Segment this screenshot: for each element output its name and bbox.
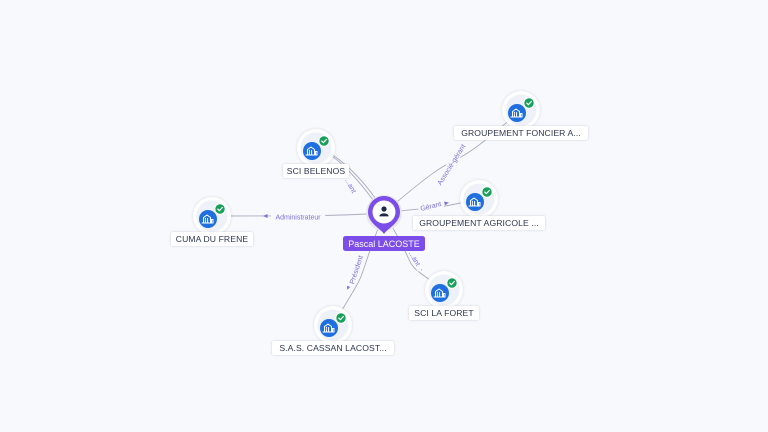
building-icon — [305, 146, 318, 156]
company-label[interactable]: SCI BELENOS — [283, 164, 349, 178]
edge-label-bg — [346, 251, 366, 289]
edge-label: ...ant — [343, 177, 357, 194]
company-label-bg — [272, 341, 394, 355]
building-icon — [322, 323, 335, 333]
nodes-layer: SCI BELENOS GROUPEMENT FONCIER A... CUMA D… — [171, 91, 588, 355]
company-label[interactable]: S.A.S. CASSAN LACOST... — [272, 341, 394, 355]
edge-groupement-foncier: Associé-gérant — [383, 109, 522, 214]
company-name: S.A.S. CASSAN LACOST... — [279, 343, 386, 353]
edge-label: Associé-gérant — [437, 143, 468, 186]
building-icon — [468, 197, 481, 207]
company-name: SCI BELENOS — [287, 166, 346, 176]
edge-label-bg — [417, 199, 445, 214]
company-node-sas-cassan[interactable]: S.A.S. CASSAN LACOST... — [272, 306, 394, 355]
edge-label-bg — [405, 245, 425, 272]
edge-label-bg — [270, 213, 326, 221]
company-label-bg — [171, 232, 253, 246]
company-name: GROUPEMENT AGRICOLE ... — [419, 218, 539, 228]
company-label[interactable]: SCI LA FORET — [409, 306, 479, 320]
person-label[interactable]: Pascal LACOSTE — [343, 236, 425, 251]
company-node-sci-belenos[interactable]: SCI BELENOS — [283, 129, 349, 178]
edge-arrow-icon — [444, 201, 449, 206]
edge-label-bg — [433, 139, 469, 190]
center-node[interactable]: Pascal LACOSTE — [343, 195, 425, 251]
company-label-bg — [413, 216, 545, 230]
check-icon — [214, 203, 226, 215]
company-node-groupement-foncier[interactable]: GROUPEMENT FONCIER A... — [454, 91, 588, 140]
edge-label-group: Administrateur — [270, 213, 326, 222]
person-name: Pascal LACOSTE — [348, 239, 420, 249]
check-icon — [335, 312, 347, 324]
edge-label-group: Associé-gérant — [433, 139, 469, 190]
check-icon — [318, 135, 330, 147]
person-disc — [372, 200, 396, 224]
company-label[interactable]: GROUPEMENT FONCIER A... — [454, 126, 588, 140]
person-label-bg — [343, 236, 425, 251]
company-label-bg — [283, 164, 349, 178]
company-node-sci-la-foret[interactable]: SCI LA FORET — [409, 271, 479, 320]
company-node-cuma-du-frene[interactable]: CUMA DU FRENE — [171, 197, 253, 246]
building-icon — [433, 288, 446, 298]
company-label-bg — [409, 306, 479, 320]
company-label[interactable]: GROUPEMENT AGRICOLE ... — [413, 216, 545, 230]
edge-label: Président — [349, 255, 365, 285]
check-icon — [523, 97, 535, 109]
edge-label-bg — [341, 172, 361, 199]
edge-cuma-du-frene: Administrateur — [211, 212, 385, 222]
edge-label-group: Gérant — [417, 199, 445, 214]
check-icon — [481, 186, 493, 198]
building-icon — [201, 214, 214, 224]
check-icon — [446, 277, 458, 289]
company-name: CUMA DU FRENE — [176, 234, 249, 244]
edge-arrow-icon — [263, 214, 268, 218]
building-icon — [510, 108, 523, 118]
company-name: GROUPEMENT FONCIER A... — [461, 128, 581, 138]
edge-label: Administrateur — [275, 215, 321, 222]
company-node-groupement-agricole[interactable]: GROUPEMENT AGRICOLE ... — [413, 180, 545, 230]
company-name: SCI LA FORET — [414, 308, 474, 318]
edge-label: Gérant — [420, 201, 443, 213]
person-icon — [379, 206, 389, 217]
company-label-bg — [454, 126, 588, 140]
company-label[interactable]: CUMA DU FRENE — [171, 232, 253, 246]
